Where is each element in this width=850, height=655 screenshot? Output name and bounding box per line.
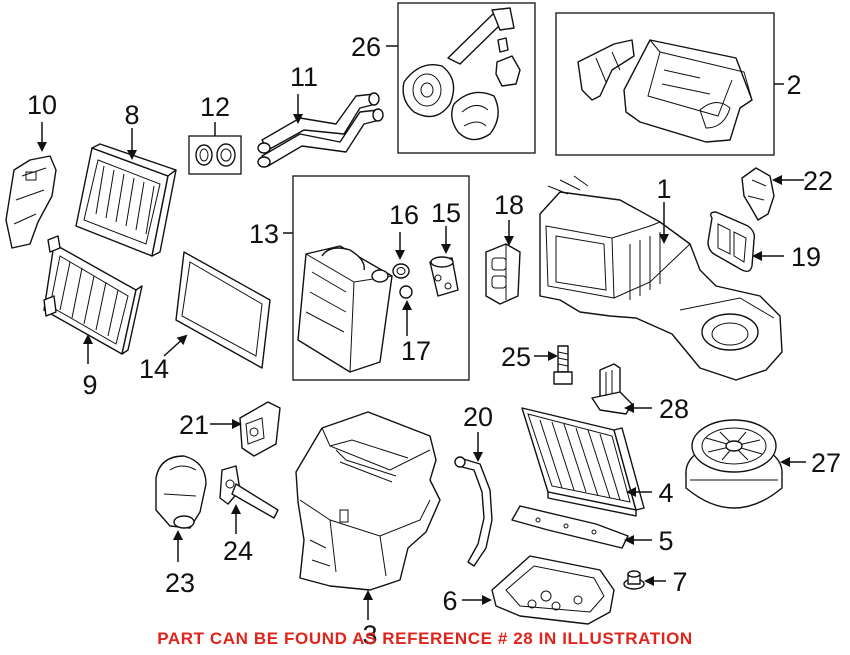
callout-17: 17: [401, 336, 431, 366]
part-4-cabin-filter: [521, 407, 645, 517]
part-11-heater-tubes: [257, 92, 384, 168]
callout-16: 16: [389, 200, 419, 230]
callout-10: 10: [27, 90, 57, 120]
callout-22: 22: [803, 166, 833, 196]
part-5-seal-strip: [511, 505, 629, 549]
part-14-filter-frame: [175, 251, 271, 369]
callout-4: 4: [658, 478, 673, 508]
part-16-o-ring: [392, 263, 410, 279]
callout-11: 11: [290, 62, 318, 92]
part-9-heater-core: [43, 235, 143, 355]
callout-18: 18: [494, 190, 524, 220]
part-2-case-half: [577, 39, 753, 143]
part-26-blend-doors: [402, 7, 521, 141]
part-25-bolt: [553, 345, 573, 385]
part-17-o-ring: [399, 285, 413, 299]
callout-numbers: 1 2 3 4 5 6 7 8 9 10 11 12 13 14 15 16 1…: [27, 32, 841, 650]
callout-6: 6: [442, 586, 457, 616]
reference-caption: PART CAN BE FOUND AS REFERENCE # 28 IN I…: [157, 629, 693, 648]
callout-24: 24: [223, 536, 253, 566]
callout-28: 28: [659, 394, 689, 424]
callout-15: 15: [431, 198, 461, 228]
part-1-housing: [539, 175, 783, 381]
group-box-26: [397, 2, 536, 154]
part-3-lower-case: [295, 411, 441, 591]
callout-14: 14: [139, 354, 169, 384]
callout-26: 26: [351, 32, 381, 62]
callout-9: 9: [82, 370, 97, 400]
callout-20: 20: [463, 402, 493, 432]
callout-23: 23: [165, 568, 195, 598]
part-19-seal: [707, 211, 756, 273]
part-18-actuator: [485, 243, 521, 305]
callout-27: 27: [811, 448, 841, 478]
part-8-evaporator: [75, 143, 177, 257]
group-box-13: [292, 175, 470, 381]
part-20-drain-hose: [454, 456, 493, 567]
callout-21: 21: [179, 410, 209, 440]
part-27-blower-motor: [685, 419, 783, 509]
callout-3: 3: [362, 620, 377, 650]
callout-7: 7: [672, 567, 687, 597]
callout-13: 13: [249, 219, 279, 249]
callout-19: 19: [791, 242, 821, 272]
part-23-actuator: [155, 455, 207, 529]
part-13-evaporator-kit: [297, 245, 393, 373]
callout-2: 2: [786, 70, 801, 100]
callout-25: 25: [501, 342, 531, 372]
callout-8: 8: [124, 100, 139, 130]
part-24-sensor: [219, 465, 279, 519]
part-6-tray: [491, 555, 615, 625]
part-7-grommet: [623, 570, 645, 590]
part-21-actuator: [239, 401, 281, 457]
part-12-o-rings: [195, 143, 236, 167]
leader-lines: [37, 45, 806, 620]
callout-1: 1: [656, 174, 671, 204]
callout-5: 5: [658, 526, 673, 556]
part-28-blower-resistor: [591, 363, 633, 415]
part-15-expansion-valve: [429, 256, 459, 297]
part-22-bracket: [741, 167, 775, 221]
callout-12: 12: [200, 92, 230, 122]
part-10-bracket: [5, 155, 57, 249]
